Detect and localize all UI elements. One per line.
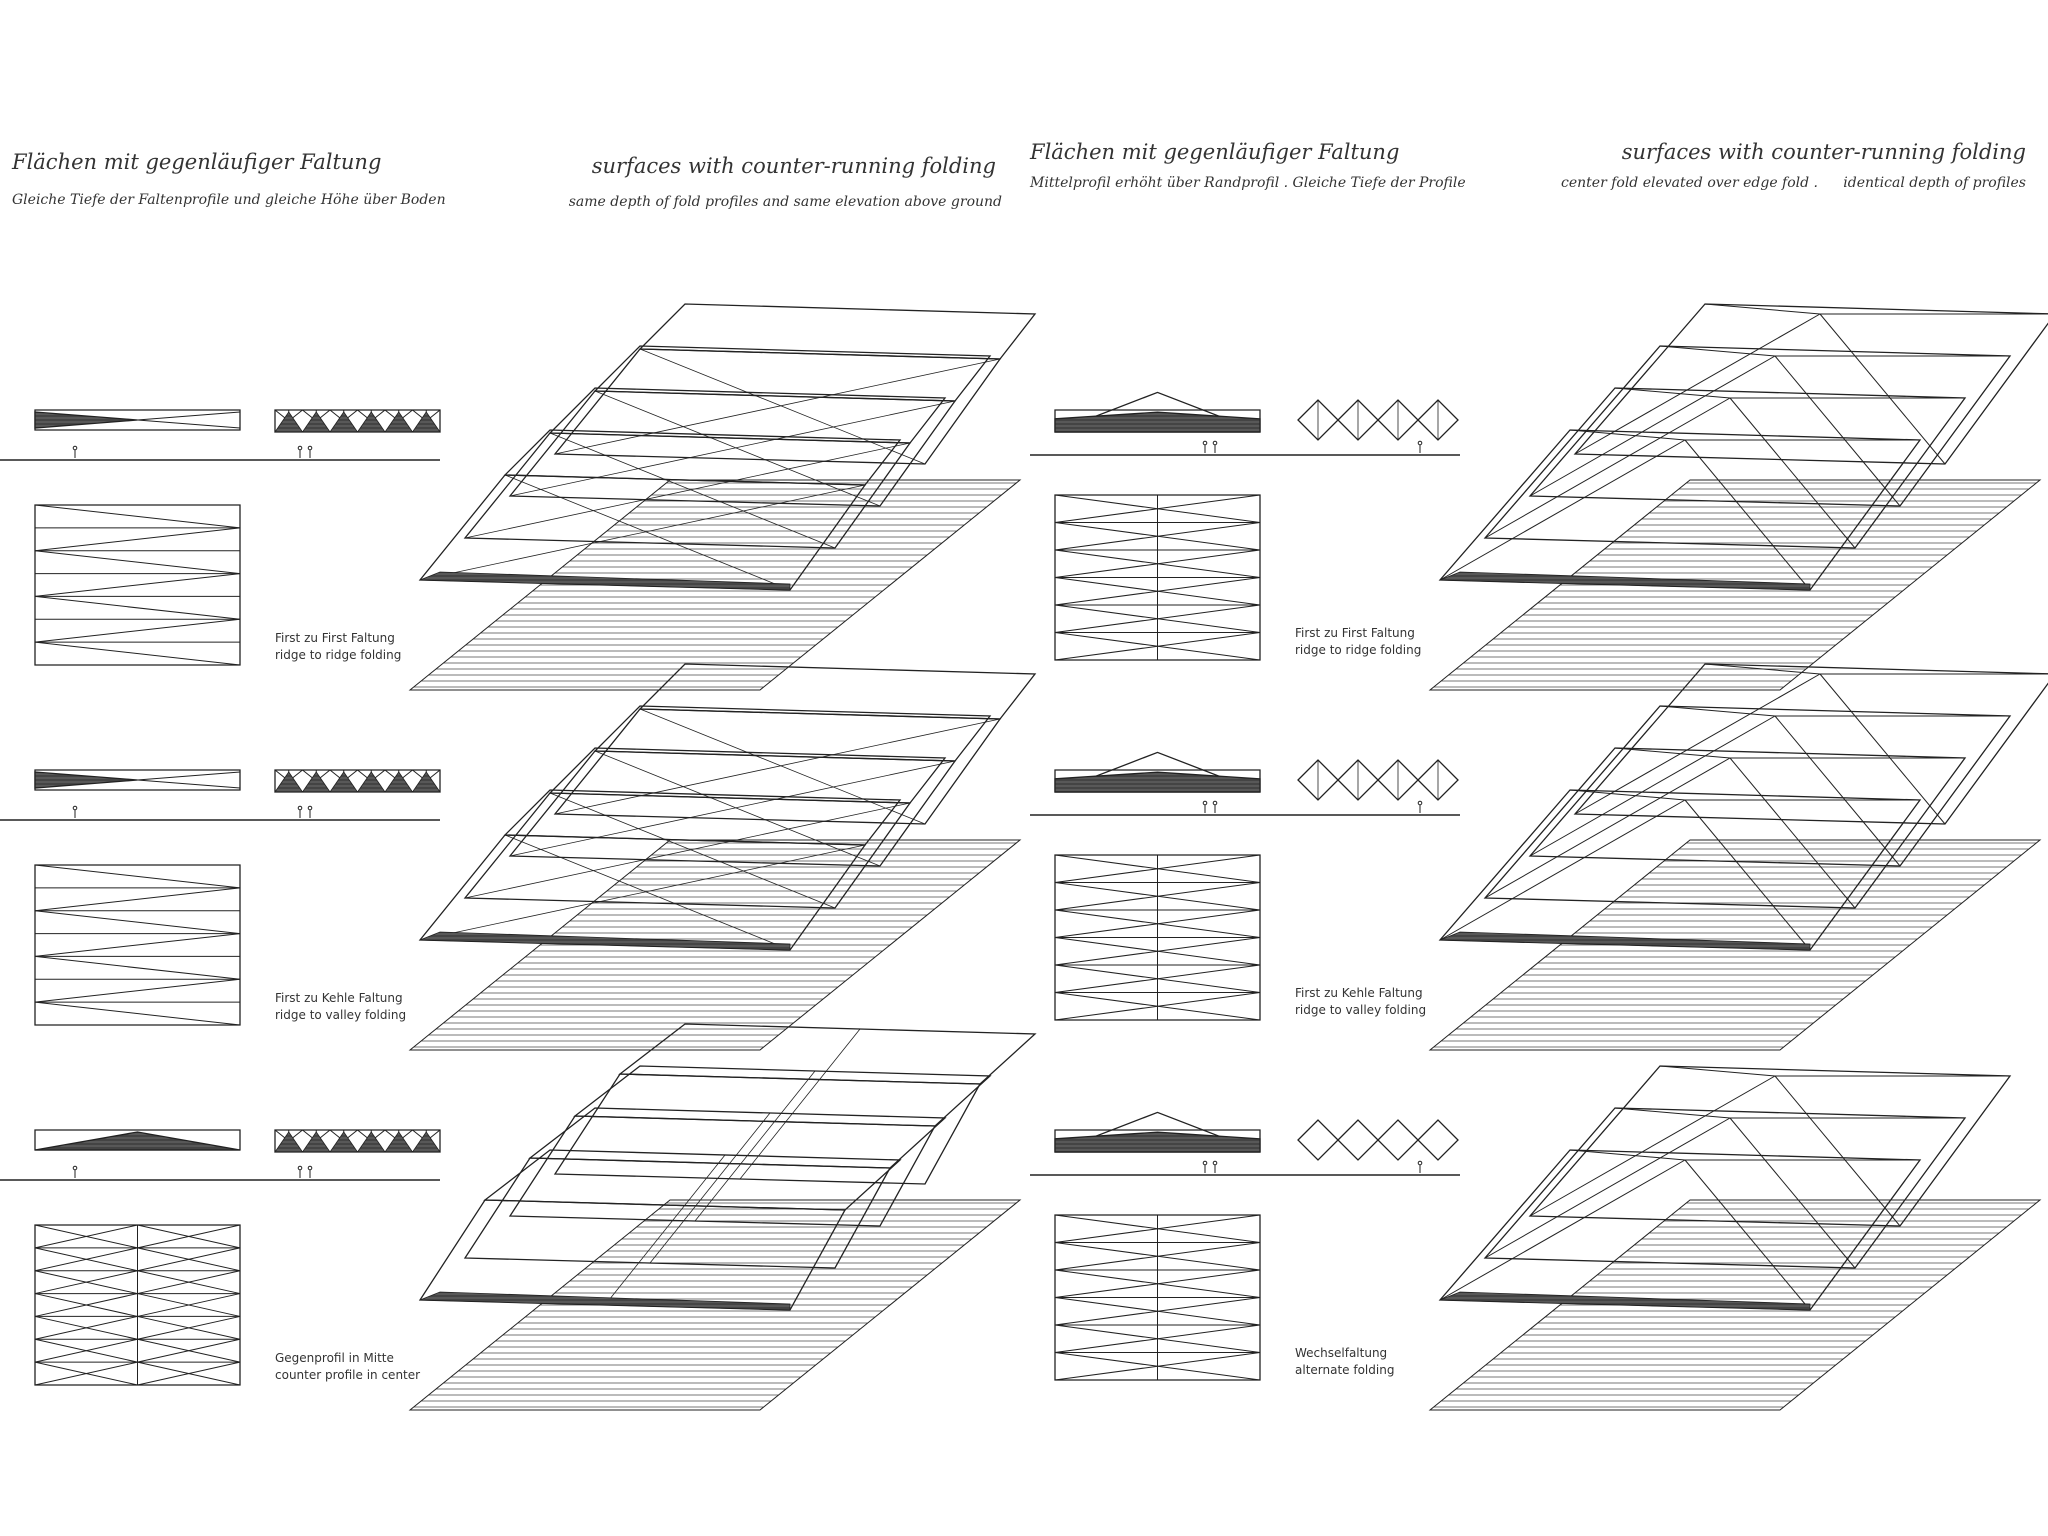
diagram-group: [0, 303, 2048, 1411]
fold-edge-shadow: [419, 571, 791, 591]
fold-surface: [1573, 303, 2048, 465]
fold-surface: [528, 1107, 947, 1169]
elevation-fold: [384, 771, 414, 793]
fold-surface: [483, 1149, 902, 1211]
elevation-fold: [329, 1131, 359, 1153]
elevation-fold: [356, 411, 386, 433]
fold-surface: [638, 303, 1037, 360]
elevation-fold: [329, 771, 359, 793]
diamond: [1337, 1119, 1379, 1161]
elevation-fold: [329, 411, 359, 433]
fold-surface: [1573, 663, 2048, 825]
elevation-fold: [274, 771, 304, 793]
section-fill: [34, 411, 138, 429]
fold-edge-shadow: [1439, 1291, 1811, 1311]
panel-L2: [0, 663, 1037, 1051]
panel-L3: [0, 1023, 1037, 1411]
fold-surface: [638, 663, 1037, 720]
fold-edge-shadow: [1439, 931, 1811, 951]
fold-surface: [618, 1023, 1037, 1085]
section-fill: [34, 1131, 241, 1151]
elevation-fold: [301, 411, 331, 433]
fold-surface: [593, 345, 992, 402]
elevation-fold: [356, 1131, 386, 1153]
diamond: [1377, 1119, 1419, 1161]
elevation-fold: [301, 1131, 331, 1153]
right-subtitle-de: Mittelprofil erhöht über Randprofil . Gl…: [1030, 175, 1466, 191]
elevation-fold: [411, 1131, 441, 1153]
elevation-fold: [411, 411, 441, 433]
section-fill: [1054, 771, 1261, 793]
elevation-fold: [384, 411, 414, 433]
diamond: [1297, 1119, 1339, 1161]
fold-edge-shadow: [419, 1291, 791, 1311]
fold-surface: [503, 789, 902, 846]
fold-edge-shadow: [419, 931, 791, 951]
panel-R1: [1030, 303, 2048, 691]
fold-surface: [593, 705, 992, 762]
left-subtitle-en: same depth of fold profiles and same ele…: [568, 194, 1002, 210]
left-subtitle-de: Gleiche Tiefe der Faltenprofile und glei…: [12, 192, 446, 208]
elevation-fold: [274, 1131, 304, 1153]
diamond: [1417, 399, 1459, 441]
diamond: [1417, 759, 1459, 801]
fold-surface: [573, 1065, 992, 1127]
fold-surface: [548, 387, 947, 444]
diamond: [1417, 1119, 1459, 1161]
panel-R3: [1030, 1065, 2042, 1411]
left-title-en: surfaces with counter-running folding: [591, 154, 996, 178]
fold-surface: [553, 1073, 982, 1185]
panel-L1: [0, 303, 1037, 691]
elevation-fold: [274, 411, 304, 433]
right-title-de: Flächen mit gegenläufiger Faltung: [1030, 140, 1400, 164]
fold-edge-shadow: [1439, 571, 1811, 591]
right-title-en: surfaces with counter-running folding: [1621, 140, 2026, 164]
section-fill: [1054, 1131, 1261, 1153]
panel-R2: [1030, 663, 2048, 1051]
fold-surface: [503, 429, 902, 486]
elevation-fold: [384, 1131, 414, 1153]
section-fill: [1054, 411, 1261, 433]
elevation-fold: [301, 771, 331, 793]
elevation-fold: [411, 771, 441, 793]
right-subtitle-en-b: identical depth of profiles: [1843, 175, 2026, 191]
right-subtitle-en-a: center fold elevated over edge fold .: [1561, 175, 1818, 191]
elevation-fold: [356, 771, 386, 793]
fold-surface: [548, 747, 947, 804]
section-fill: [34, 771, 138, 789]
left-title-de: Flächen mit gegenläufiger Faltung: [12, 150, 382, 174]
